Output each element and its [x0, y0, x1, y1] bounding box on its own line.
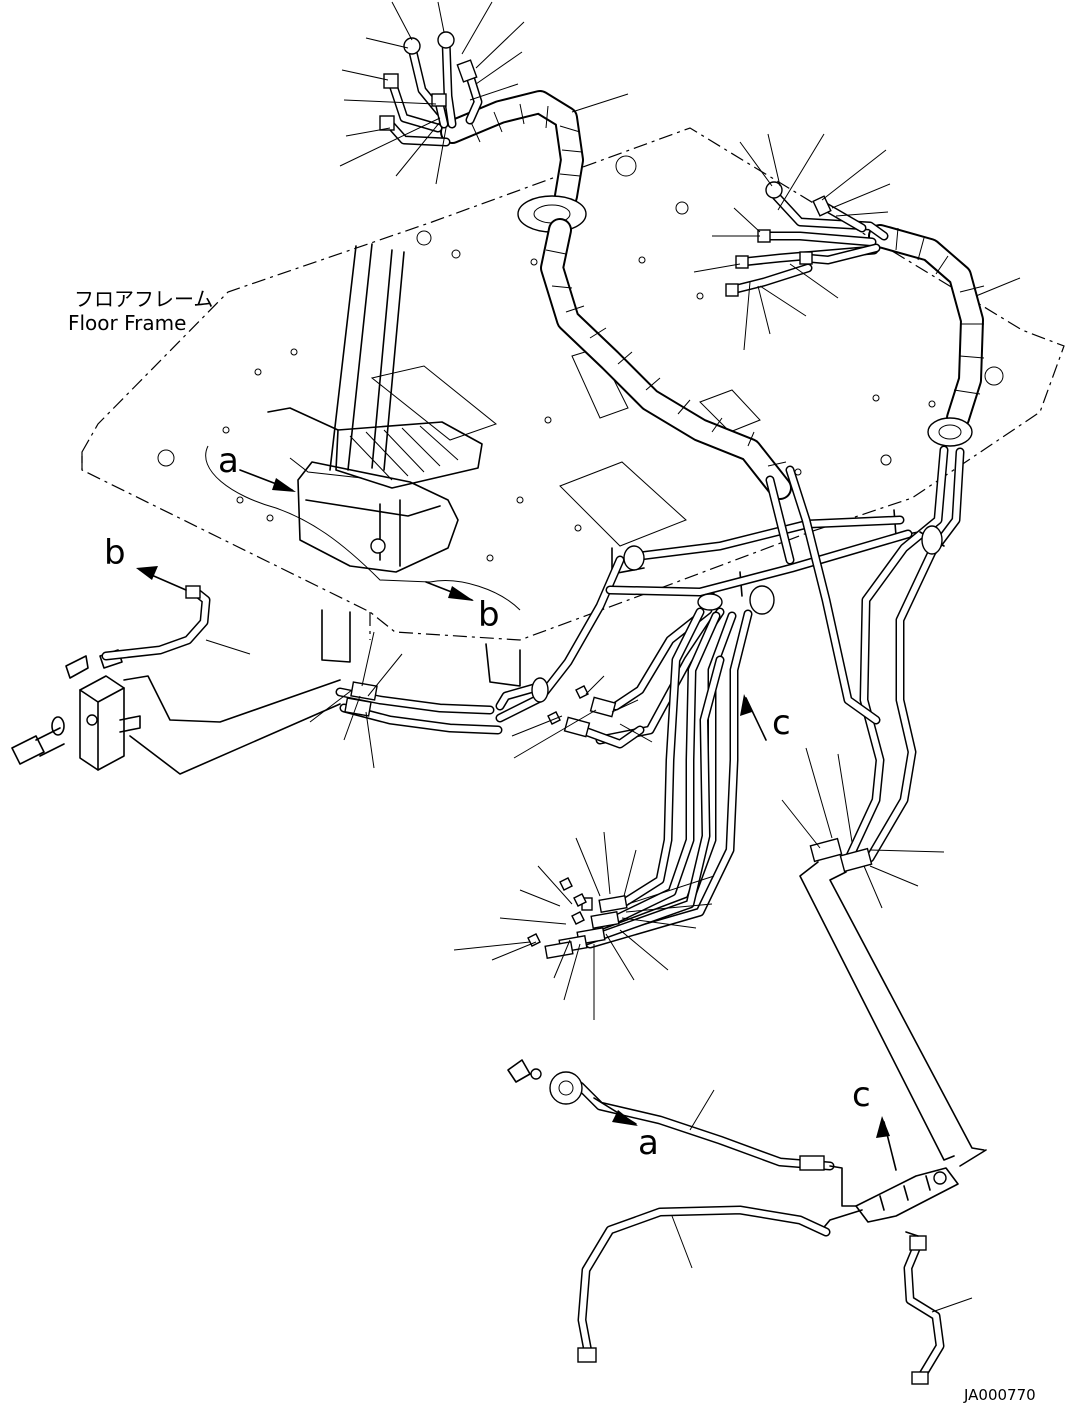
middle-hoses: [495, 465, 943, 745]
ref-label-c-upper: c: [772, 703, 791, 743]
ref-label-c-lower: c: [852, 1075, 871, 1115]
bottom-hoses: [507, 1059, 945, 1385]
drawing-number: JA000770: [963, 1386, 1036, 1404]
floor-frame: [81, 127, 1065, 641]
lower-fitting-cluster: [527, 877, 628, 959]
floor-frame-label-jp: フロアフレーム: [74, 287, 213, 311]
mid-fittings: [495, 677, 645, 749]
ref-label-a-top: a: [218, 441, 239, 481]
floor-frame-label-en: Floor Frame: [68, 311, 186, 335]
top-hose-fittings: [379, 31, 483, 147]
center-down-hoses: [567, 607, 753, 951]
text-labels: フロアフレーム Floor Frame a b b c a c JA000770: [68, 287, 1036, 1404]
left-hoses: [101, 585, 503, 775]
left-valve-block: [11, 649, 141, 771]
right-hose-bundle: [725, 181, 985, 447]
ref-label-b-right: b: [478, 595, 500, 635]
lower-right-lines: [799, 837, 985, 1161]
leader-lines: [205, 1, 1021, 1313]
pedal-valve-assembly: [267, 243, 483, 573]
ref-label-a-bottom: a: [638, 1123, 659, 1163]
ref-label-b-left: b: [104, 533, 126, 573]
right-hoses-down: [845, 445, 965, 863]
bottom-valve: [819, 1149, 987, 1233]
reference-arrows: [136, 445, 897, 1171]
top-hose-bundle: [440, 90, 792, 500]
